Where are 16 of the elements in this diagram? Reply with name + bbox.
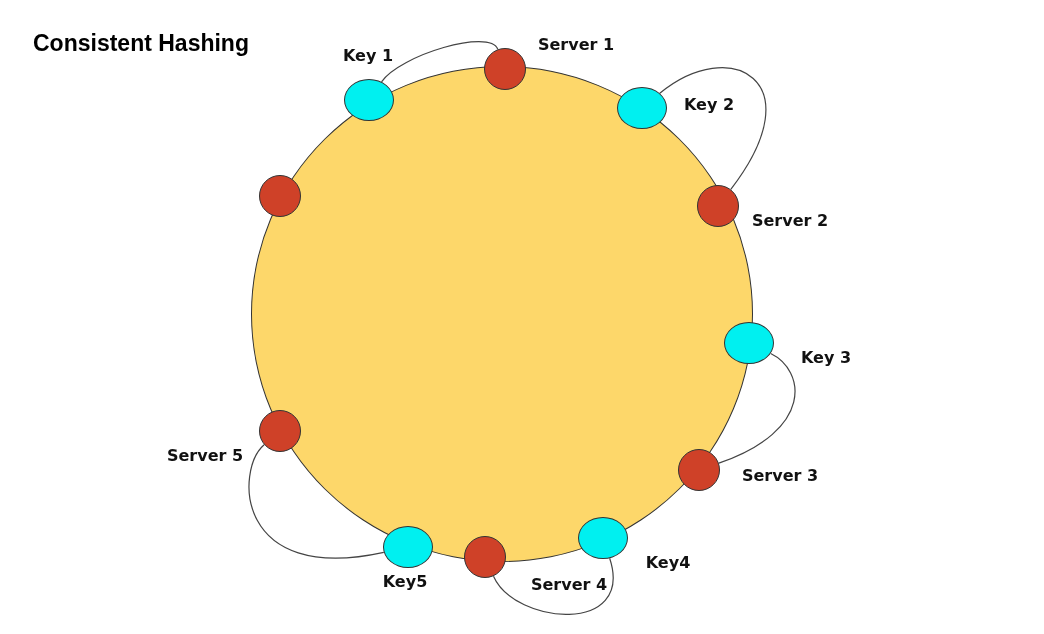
server-label: Server 5 [166,445,244,465]
server-label: Server 1 [537,34,615,54]
server-label: Server 2 [751,210,829,230]
connector-line [248,444,385,559]
server-label: Server 4 [530,574,608,594]
connector-line [380,41,499,83]
key-label: Key 2 [683,94,735,114]
diagram-title: Consistent Hashing [33,30,249,57]
connector-line [659,67,766,190]
key-label: Key4 [645,552,691,572]
connector-line [492,557,614,615]
key-label: Key 1 [342,45,394,65]
server-label: Server 3 [741,465,819,485]
key-label: Key5 [382,571,428,591]
connector-line [718,352,796,464]
key-label: Key 3 [800,347,852,367]
